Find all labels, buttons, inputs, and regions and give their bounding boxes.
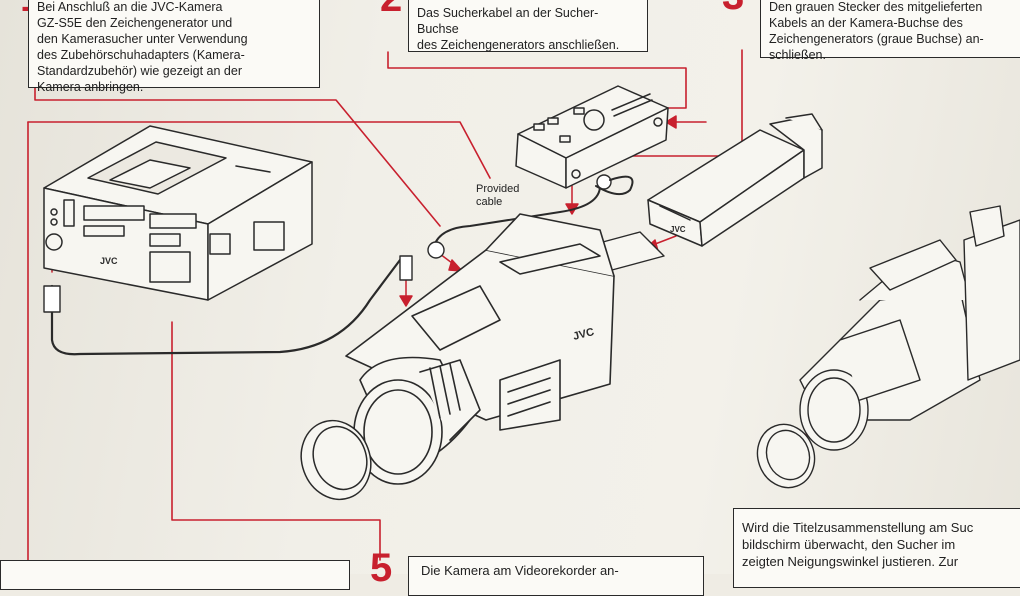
camera-brand-text: JVC — [572, 326, 596, 343]
character-generator — [515, 85, 669, 189]
step-5-text: Die Kamera am Videorekorder an- — [421, 563, 619, 578]
viewfinder — [647, 113, 823, 247]
step-3-line: Zeichengenerators (graue Buchse) an- — [769, 32, 984, 46]
step-3-line: Kabels an der Kamera-Buchse des — [769, 16, 963, 30]
lens-cap — [300, 419, 372, 501]
connection-illustration: JVC — [27, 49, 1020, 574]
step-4-line: zeigten Neigungswinkel justieren. Zur — [742, 554, 959, 569]
step-1-line: den Kamerasucher unter Verwendung — [37, 32, 248, 46]
step-2-line: Das Sucherkabel an der Sucher-Buchse — [417, 6, 599, 36]
step-3-line: Den grauen Stecker des mitgelieferten — [769, 0, 983, 14]
recorder-brand-text: JVC — [100, 256, 118, 266]
step-number-3: 3 — [722, 0, 744, 16]
step-2-line: des Zeichengenerators anschließen. — [417, 38, 620, 52]
viewfinder-brand-text: JVC — [670, 225, 686, 234]
step-1-line: GZ-S5E den Zeichengenerator und — [37, 16, 233, 30]
video-camera — [345, 213, 615, 485]
provided-cable-label-line-1: Provided — [476, 183, 520, 195]
step-number-2: 2 — [380, 0, 402, 18]
step-3-line: schließen. — [769, 48, 826, 62]
provided-cable-label-line-2: cable — [476, 196, 503, 208]
step-1-line: Kamera anbringen. — [37, 80, 144, 94]
step-3-instructions: Den grauen Stecker des mitgelieferten Ka… — [760, 0, 1020, 62]
video-recorder — [43, 125, 313, 301]
step-1-line: Bei Anschluß an die JVC-Kamera — [37, 0, 223, 14]
bottom-left-box — [0, 560, 350, 590]
step-2-instructions: Das Sucherkabel an der Sucher-Buchse des… — [408, 0, 648, 52]
step-4-line: Wird die Titelzusammenstellung am Suc — [742, 520, 974, 535]
step-4-instructions: Wird die Titelzusammenstellung am Suc bi… — [733, 508, 1020, 588]
assembled-lens-cap — [756, 423, 816, 489]
camera-cable — [43, 255, 413, 356]
leader-lines — [27, 49, 743, 574]
assembled-camera — [799, 205, 1020, 451]
step-number-5: 5 — [370, 546, 393, 590]
step-1-line: des Zubehörschuhadapters (Kamera- — [37, 48, 245, 62]
step-5-instructions: Die Kamera am Videorekorder an- — [408, 556, 704, 596]
step-1-line: Standardzubehör) wie gezeigt an der — [37, 64, 242, 78]
step-4-line: bildschirm überwacht, den Sucher im — [742, 537, 956, 552]
step-1-instructions: Bei Anschluß an die JVC-Kamera GZ-S5E de… — [28, 0, 320, 94]
provided-cable-label: Provided cable — [476, 183, 519, 209]
